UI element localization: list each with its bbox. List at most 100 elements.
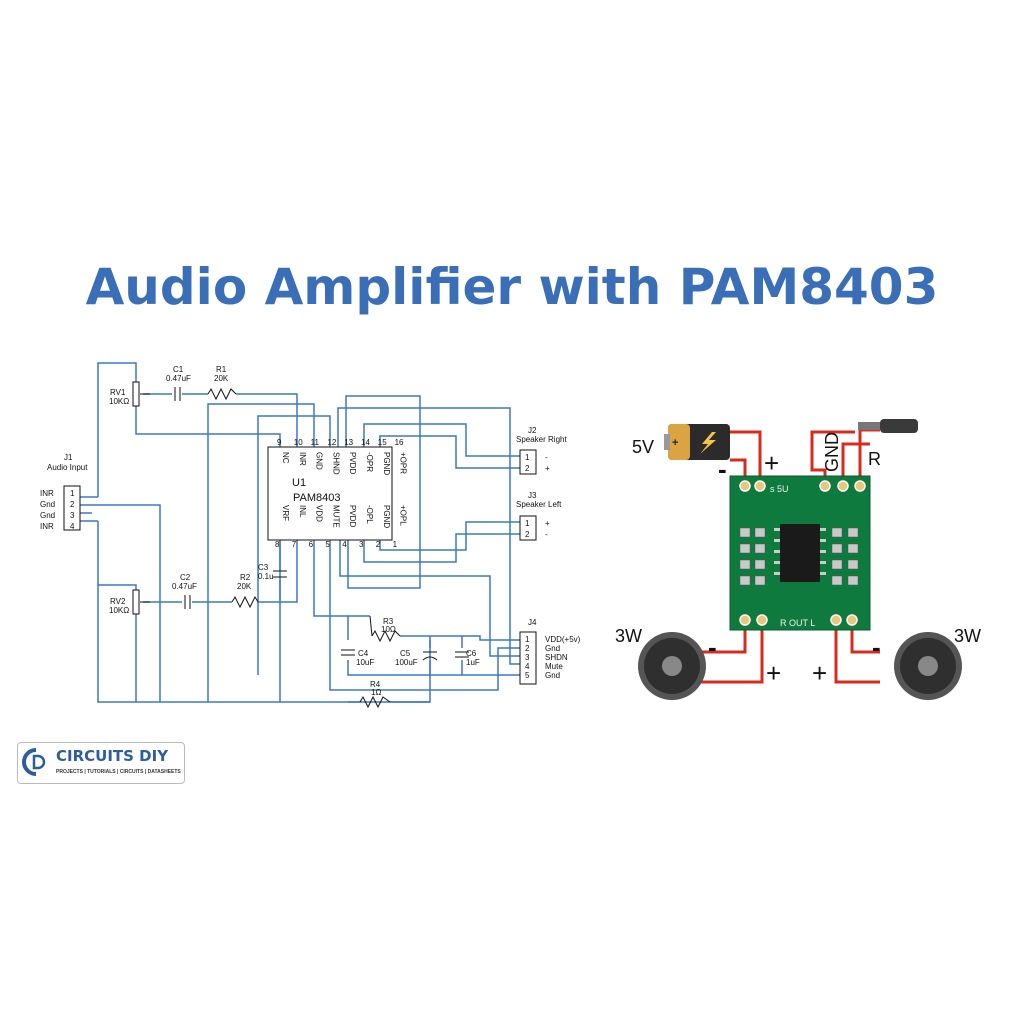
wire-gnd [810,430,855,485]
r4-zigzag [359,695,391,709]
r1-value: 20K [214,374,229,383]
j1-body [63,485,81,531]
logo: CIRCUITS DIY PROJECTS | TUTORIALS | CIRC… [17,742,185,784]
wire-r3-j4 [400,635,520,641]
rv1-ref: RV1 [110,388,126,397]
board-smd-part [754,543,766,554]
c2-ref: C2 [180,573,191,582]
ic-pin-name: VRF [281,505,290,521]
connector-pin-signal: VDD(+5v) [545,635,581,644]
wire-mute [329,540,520,691]
board-pad [837,480,849,492]
board-smd-part [847,543,859,554]
board-smd-part [831,543,843,554]
rv2-value: 10KΩ [109,606,129,615]
wire-spk-r-neg [850,628,880,654]
logo-cd-icon [22,748,46,776]
connector-pin-number: 1 [525,453,530,462]
ic-pin-name: GND [315,452,324,470]
board-pad [846,614,858,626]
j3-body [519,515,537,541]
board-pad [739,614,751,626]
board-smd-part [739,527,751,538]
connector-pin-signal: INR [40,489,54,498]
board-pads [739,480,866,626]
c5-value: 100uF [395,658,418,667]
j2-pins: 1-2+ [525,453,550,473]
j2-body [519,449,537,475]
wire-spk-l-neg [700,628,747,654]
wire-shdn [257,415,331,675]
spk-right-minus: - [872,632,881,662]
board-smd-part [739,559,751,570]
board-smd-part [831,559,843,570]
connector-pin-signal: - [545,453,548,462]
board-smd-part [831,527,843,538]
connector-pin-number: 2 [70,500,75,509]
connector-pin-number: 3 [525,653,530,662]
ic-pin-name: PGND [382,452,391,475]
battery-plus-label: + [764,448,779,478]
ic-pin-name: +OPR [399,452,408,474]
r3-value: 10Ω [381,625,396,634]
connector-pin-signal: Gnd [545,671,560,680]
j2-ref: J2 [528,426,537,435]
rv1-value: 10KΩ [109,397,129,406]
j1-ref: J1 [64,453,73,462]
rv2-ref: RV2 [110,597,126,606]
ic-name-label: PAM8403 [293,492,341,504]
connector-pin-number: 2 [525,644,530,653]
r4-ref: R4 [370,680,381,689]
connector-pin-signal: + [545,464,550,473]
board-pad [754,480,766,492]
wire-opr-minus [363,423,520,457]
board-top-text: s 5U [770,484,789,494]
speaker-right-dust-cap [918,656,938,676]
schematic-labels: U1 PAM8403 9NC10INR11GND12SHND13PVDD14-O… [40,365,581,697]
ic-top-pins: 9NC10INR11GND12SHND13PVDD14-OPR15PGND16+… [277,438,408,475]
speaker-right-power: 3W [954,626,981,646]
r4-value: 1Ω [371,688,381,697]
wire-opl-minus [363,533,520,563]
ic-pin-number: 5 [325,540,330,549]
spk-left-plus: + [766,658,781,688]
j2-label: Speaker Right [516,435,567,444]
ic-pin-number: 11 [311,438,320,447]
connector-pin-number: 1 [525,635,530,644]
speaker-right [894,632,962,700]
ic-ref-label: U1 [292,477,306,489]
wire-gnd-ic [207,403,315,702]
c6-value: 1uF [466,658,480,667]
wire-pgnd [339,540,520,657]
schematic-components [63,381,537,709]
j4-ref: J4 [528,618,537,627]
ic-pin-number: 1 [393,540,398,549]
board-smd-part [754,527,766,538]
board-smd-part [739,575,751,586]
supply-label: 5V [632,437,654,457]
wire-r1-inr [236,393,298,447]
logo-tagline: PROJECTS | TUTORIALS | CIRCUITS | DATASH… [56,769,181,775]
ic-pin-name: MUTE [331,505,340,528]
board-pad [854,480,866,492]
ic-pin-name: -OPL [365,505,374,524]
wire-battery-pos [730,430,762,485]
c6-ref: C6 [466,649,477,658]
ic-pin-number: 10 [294,438,303,447]
c5-plate-b [422,656,438,661]
r2-value: 20K [237,582,252,591]
spk-left-minus: - [708,632,717,662]
chip-lead [774,561,780,564]
logo-name: CIRCUITS DIY [56,747,169,765]
ic-pin-number: 15 [378,438,387,447]
speaker-left [638,632,706,700]
connector-pin-number: 3 [70,511,75,520]
c2-value: 0.47uF [172,582,197,591]
board-smd-part [754,575,766,586]
j3-label: Speaker Left [516,500,562,509]
ic-pin-name: SHND [331,452,340,475]
chip-lead [820,572,826,575]
